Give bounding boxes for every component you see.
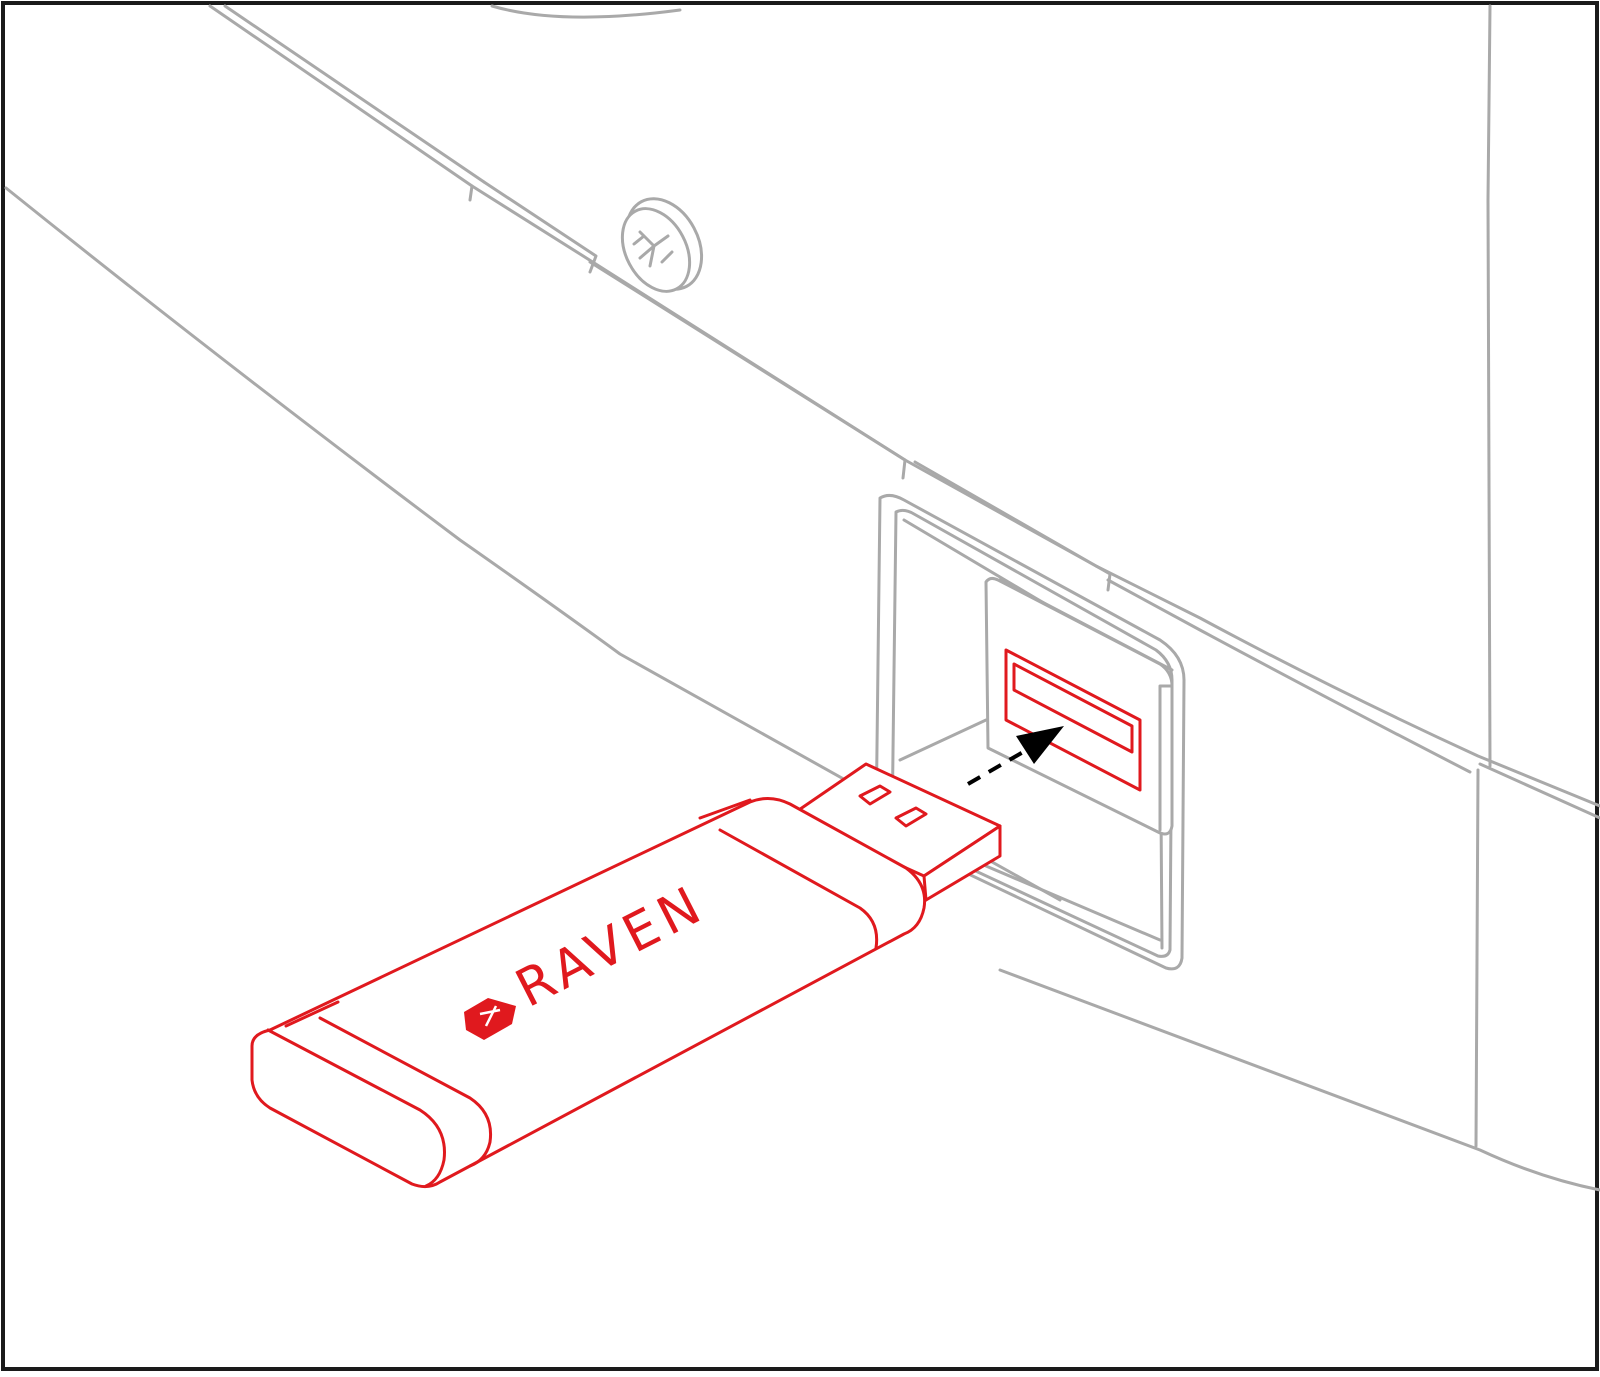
device-top-trim-inner-4 (1478, 762, 1600, 820)
connector-hole-1 (858, 784, 892, 806)
connector-hole-2 (894, 806, 928, 828)
port-floor-bottom (984, 864, 1162, 942)
usb-flash-drive: RAVEN (250, 762, 1002, 1189)
device-top-trim-inner-1 (223, 4, 486, 184)
device-top-hump (490, 4, 682, 19)
usb-socket-highlight (1004, 648, 1142, 792)
port-panel-top-lip (998, 578, 1174, 672)
drive-body (250, 797, 927, 1189)
trim-notch-2 (482, 180, 598, 274)
port-panel-side-lip (1158, 684, 1174, 832)
port-floor-left (898, 718, 988, 762)
port-bezel-outer (874, 493, 1186, 971)
drive-rear-cap-seam (318, 1016, 493, 1168)
screw-icon (620, 197, 704, 293)
device-lower-curve (4, 186, 1062, 902)
drive-rear-cap-edge (266, 1028, 446, 1188)
raven-logo-icon (464, 998, 516, 1040)
trim-notch-3 (901, 458, 907, 480)
trim-notch-1 (468, 184, 474, 202)
device-top-trim-inner-2 (588, 260, 907, 462)
drive-cap-seam (718, 828, 879, 950)
trim-notch-4 (913, 460, 1112, 592)
device-top-trim-outer (208, 4, 1600, 808)
device-right-edge (1486, 4, 1492, 768)
device-right-lower-edge (1474, 768, 1480, 1148)
device-base-edge (998, 968, 1600, 1192)
drive-cap-top (698, 798, 752, 820)
device-housing (4, 4, 1600, 1192)
connector-side (922, 824, 1002, 902)
device-top-trim-inner-3 (1106, 578, 1472, 774)
drive-rear-top (284, 1000, 340, 1028)
insert-arrow-icon (966, 726, 1064, 786)
